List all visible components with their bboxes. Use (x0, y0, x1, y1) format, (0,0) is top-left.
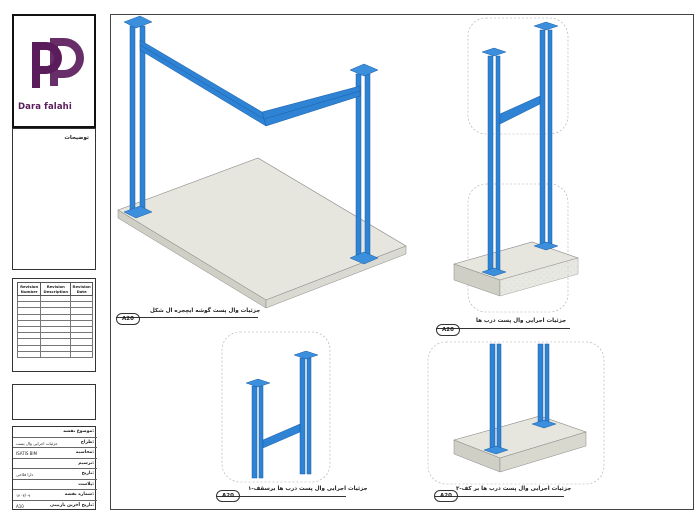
revision-cell (40, 350, 72, 358)
drawing-door-posts (453, 17, 579, 313)
stamp-box (12, 384, 96, 420)
revision-description-header: Revision Description (40, 282, 72, 296)
drawing-tag-floor-mount: A20 (434, 490, 458, 502)
revision-table: Revision Number Revision Description Rev… (16, 282, 93, 358)
drawing-ceiling-mount (221, 331, 331, 483)
revision-row (16, 350, 93, 358)
drawing-title-floor-mount: جزئیات اجرایی وال پست درب ها بر کف-۲ (456, 486, 572, 492)
revision-cell (16, 350, 42, 358)
notes-box: توضیحات (12, 128, 96, 270)
info-value: A10 (16, 503, 24, 509)
info-row: موضوع نقشه: (13, 427, 97, 438)
info-label: محاسبه: (75, 450, 94, 455)
info-label: ترسیم: (78, 460, 94, 466)
info-row: شماره نقشه: ۱۴۰۳/۰۹ (13, 490, 97, 501)
revision-cell (70, 350, 93, 358)
drawing-title-underline (434, 496, 564, 497)
revision-table-box: Revision Number Revision Description Rev… (12, 278, 96, 372)
info-label: شماره نقشه: (64, 492, 94, 497)
info-row: محاسبه: ISATIS BIM (13, 448, 97, 459)
info-label: طراح: (80, 439, 94, 445)
drawing-title-door-posts: جزئیات اجرایی وال پست درب ها (476, 318, 567, 324)
info-label: پلاست: (78, 481, 94, 487)
info-label: موضوع نقشه: (63, 429, 94, 434)
info-row: طراح: جزئیات اجرایی وال پست (13, 438, 97, 448)
info-row: ترسیم: (13, 459, 97, 469)
logo-box: Dara falahi (12, 14, 96, 128)
drawing-title-underline (116, 317, 258, 318)
drawing-tag-l-corner: A20 (116, 313, 140, 325)
drawing-title-ceiling-mount: جزئیات اجرایی وال پست درب ها برسقف-۱ (248, 486, 368, 492)
info-value: ۱۴۰۳/۰۹ (16, 493, 31, 498)
project-info-box: موضوع نقشه: طراح: جزئیات اجرایی وال پست … (12, 426, 97, 512)
info-value: دارا فلاحی (16, 472, 34, 477)
sheet-border (110, 14, 694, 510)
drawing-l-corner (117, 15, 407, 309)
drawing-title-underline (216, 496, 346, 497)
info-row: پلاست: (13, 480, 97, 490)
info-label: تاریخ آخرین بازبینی: (50, 502, 94, 508)
info-value: ISATIS BIM (16, 451, 38, 456)
logo-text: Dara falahi (18, 102, 72, 112)
notes-title: توضیحات (64, 135, 89, 141)
drawing-floor-mount (427, 341, 605, 485)
logo-mark-icon (32, 38, 84, 88)
drawing-title-l-corner: جزئیات وال پست گوشه ایچجره ال شکل (150, 308, 261, 314)
info-value: جزئیات اجرایی وال پست (16, 440, 58, 446)
drawing-title-underline (436, 328, 570, 329)
drawing-tag-ceiling-mount: A20 (216, 490, 240, 502)
info-row: تاریخ آخرین بازبینی: A10 (13, 501, 97, 512)
drawing-tag-door-posts: A20 (436, 324, 460, 336)
info-label: تاریخ: (81, 471, 94, 476)
revision-date-header: Revision Date (70, 282, 93, 296)
info-row: تاریخ: دارا فلاحی (13, 469, 97, 480)
